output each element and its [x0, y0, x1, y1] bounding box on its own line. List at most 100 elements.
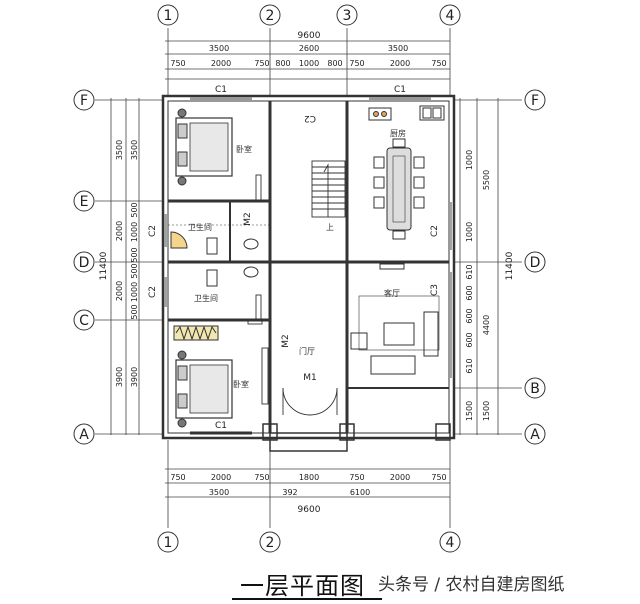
- bottom-small-dim-4: 1800: [299, 473, 319, 482]
- axis-label-b-right: B: [530, 381, 540, 397]
- top-small-dim-8: 2000: [390, 59, 410, 68]
- windows: [163, 96, 452, 435]
- top-small-dim-7: 750: [349, 59, 364, 68]
- right-inner-dim-3: 610: [465, 264, 474, 279]
- left-dimensions: 11400 3500 2000 2000 3900 3500 500 1000 …: [99, 140, 139, 387]
- door-labels: M1 M2 M2: [243, 212, 317, 383]
- left-mid-dim-3: 2000: [115, 281, 124, 301]
- axis-label-1-bottom: 1: [164, 535, 173, 551]
- top-small-dim-9: 750: [431, 59, 446, 68]
- axis-markers: [73, 4, 546, 553]
- right-mid-dim-1: 5500: [482, 170, 491, 190]
- right-inner-dim-8: 1500: [465, 401, 474, 421]
- axis-label-f: F: [80, 93, 88, 109]
- room-kitchen: 厨房: [390, 128, 406, 138]
- right-mid-dim-2: 4400: [482, 315, 491, 335]
- bottom-small-dim-2: 2000: [211, 473, 231, 482]
- top-small-dim-1: 750: [170, 59, 185, 68]
- dining-table: [373, 138, 425, 240]
- axis-labels: 1 2 3 4 1 2 4 F E D C A F D B A: [79, 8, 541, 551]
- bottom-mid-dim-3: 6100: [350, 488, 370, 497]
- window-c1-top-left: C1: [215, 85, 227, 95]
- axis-label-1: 1: [164, 8, 173, 24]
- door-m2-bath: M2: [243, 212, 253, 226]
- bottom-small-dim-1: 750: [170, 473, 185, 482]
- watermark: 头条号 / 农村自建房图纸: [378, 575, 565, 595]
- left-total-dim: 11400: [99, 251, 109, 280]
- axis-label-f-right: F: [531, 93, 539, 109]
- axis-label-2-bottom: 2: [266, 535, 275, 551]
- right-inner-dim-1: 1000: [465, 150, 474, 170]
- wardrobe: [173, 325, 219, 341]
- room-bedroom-top: 卧室: [236, 144, 252, 154]
- top-small-dim-2: 2000: [211, 59, 231, 68]
- right-dimensions: 11400 5500 4400 1500 1000 1000 610 600 6…: [465, 150, 515, 421]
- left-inner-dim-6: 1000: [130, 282, 139, 302]
- bathroom-fixtures: [170, 231, 259, 287]
- window-labels: C1 C1 C2 C2 C2 C2 C3 C1: [148, 85, 440, 431]
- bottom-small-dim-7: 750: [431, 473, 446, 482]
- bottom-dimensions: 750 2000 750 1800 750 2000 750 3500 392 …: [170, 473, 446, 515]
- left-inner-dim-8: 3900: [130, 367, 139, 387]
- axis-label-2: 2: [266, 8, 275, 24]
- left-inner-dim-4: 500: [130, 247, 139, 262]
- axis-label-a: A: [79, 427, 89, 443]
- top-mid-dim-2: 2600: [299, 44, 319, 53]
- sofa-set: [350, 263, 440, 375]
- room-hall: 门厅: [299, 346, 315, 356]
- right-total-dim: 11400: [505, 251, 515, 280]
- bottom-small-dim-5: 750: [349, 473, 364, 482]
- room-bathroom-top: 卫生间: [188, 222, 212, 232]
- top-small-dim-6: 800: [327, 59, 342, 68]
- bed-bottom: [175, 350, 233, 428]
- bottom-mid-dim-1: 3500: [209, 488, 229, 497]
- window-c2-left-upper: C2: [148, 225, 158, 237]
- room-living: 客厅: [384, 288, 400, 298]
- axis-label-c: C: [79, 313, 89, 329]
- doors: [247, 174, 338, 416]
- kitchen-counter: [368, 105, 445, 121]
- window-c2-left-lower: C2: [148, 286, 158, 298]
- axis-label-e: E: [80, 194, 89, 210]
- right-inner-dim-4: 600: [465, 285, 474, 300]
- bed-top: [175, 108, 233, 186]
- door-m2-hall: M2: [281, 334, 291, 348]
- top-mid-dim-1: 3500: [209, 44, 229, 53]
- left-inner-dim-5: 500: [130, 263, 139, 278]
- window-c1-top-right: C1: [394, 85, 406, 95]
- top-small-dim-5: 1000: [299, 59, 319, 68]
- room-bedroom-bottom: 卧室: [233, 379, 249, 389]
- right-inner-dim-5: 600: [465, 308, 474, 323]
- axis-label-d-right: D: [530, 255, 541, 271]
- axis-label-3: 3: [343, 8, 352, 24]
- window-c3-living: C3: [430, 284, 440, 296]
- right-mid-dim-3: 1500: [482, 401, 491, 421]
- top-total-dim: 9600: [298, 31, 321, 41]
- bottom-small-dim-6: 2000: [390, 473, 410, 482]
- room-labels: 卧室 卫生间 卫生间 卧室 厨房 客厅 门厅 上: [188, 128, 406, 389]
- room-bathroom-bottom: 卫生间: [194, 293, 218, 303]
- left-inner-dim-2: 500: [130, 202, 139, 217]
- axis-label-4-bottom: 4: [446, 535, 455, 551]
- bottom-total-dim: 9600: [298, 505, 321, 515]
- walls: [161, 94, 456, 452]
- bottom-small-dim-3: 750: [254, 473, 269, 482]
- drawing-title: 一层平面图: [240, 572, 365, 600]
- window-c2-stair: C2: [304, 113, 316, 123]
- top-small-dim-3: 750: [254, 59, 269, 68]
- axis-label-a-right: A: [530, 427, 540, 443]
- window-c2-kitchen: C2: [430, 225, 440, 237]
- left-mid-dim-1: 3500: [115, 140, 124, 160]
- left-inner-dim-7: 500: [130, 304, 139, 319]
- title-underline: [232, 598, 382, 600]
- bottom-mid-dim-2: 392: [282, 488, 297, 497]
- top-mid-dim-3: 3500: [388, 44, 408, 53]
- window-c1-bottom: C1: [215, 421, 227, 431]
- left-mid-dim-2: 2000: [115, 221, 124, 241]
- door-m1: M1: [303, 373, 317, 383]
- left-inner-dim-1: 3500: [130, 140, 139, 160]
- right-inner-dim-6: 600: [465, 332, 474, 347]
- axis-label-d: D: [79, 255, 90, 271]
- stair-up-label: 上: [326, 223, 334, 232]
